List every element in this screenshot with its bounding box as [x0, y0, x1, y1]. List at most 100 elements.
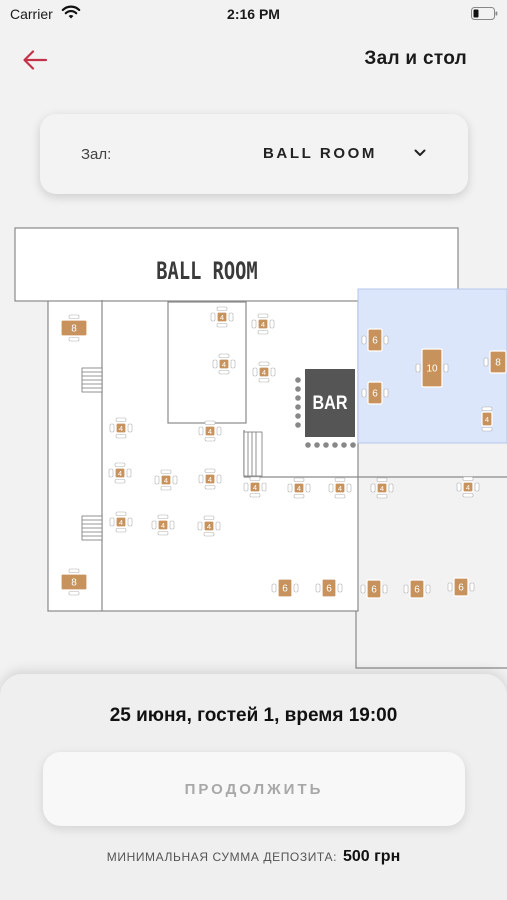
chair: [258, 361, 270, 366]
table-top[interactable]: [257, 318, 269, 330]
table-top[interactable]: [204, 425, 216, 437]
table-seat-count: 4: [338, 484, 342, 493]
chair: [127, 423, 133, 433]
table-top[interactable]: [321, 578, 337, 598]
table-top[interactable]: [115, 422, 127, 434]
table-4-seats[interactable]: 4: [198, 468, 222, 490]
table-6-seats[interactable]: 6: [315, 578, 343, 598]
table-4-seats[interactable]: 4: [151, 514, 175, 536]
table-4-seats[interactable]: 4: [197, 515, 221, 537]
table-4-seats[interactable]: 4: [287, 477, 311, 499]
table-top[interactable]: [277, 578, 293, 598]
chair: [376, 494, 388, 499]
table-seat-count: 4: [253, 483, 257, 492]
table-top[interactable]: [462, 481, 474, 493]
table-top[interactable]: [334, 482, 346, 494]
table-4-seats[interactable]: 4: [212, 353, 236, 375]
chair: [230, 359, 236, 369]
table-8-seats[interactable]: 8: [60, 568, 88, 596]
table-top[interactable]: [203, 520, 215, 532]
bar-stool: [295, 413, 301, 419]
table-top[interactable]: [376, 482, 388, 494]
table-6-seats[interactable]: 6: [403, 579, 431, 599]
table-top[interactable]: [216, 311, 228, 323]
chair: [203, 532, 215, 537]
carrier-label: Carrier: [10, 6, 53, 22]
chair: [218, 370, 230, 375]
chair: [403, 584, 409, 594]
table-top[interactable]: [409, 579, 425, 599]
table-top[interactable]: [258, 366, 270, 378]
chair: [271, 583, 277, 593]
table-top[interactable]: [293, 482, 305, 494]
chair: [293, 583, 299, 593]
table-4-seats[interactable]: 4: [251, 313, 275, 335]
table-4-seats[interactable]: 4: [109, 417, 133, 439]
table-seat-count: 8: [495, 358, 501, 369]
deposit-value: 500 грн: [343, 848, 401, 865]
hall-label: Зал:: [81, 146, 112, 163]
table-4-seats[interactable]: 4: [370, 477, 394, 499]
table-seat-count: 4: [119, 518, 123, 527]
table-top[interactable]: [157, 519, 169, 531]
chair: [249, 476, 261, 481]
table-4-seats[interactable]: 4: [198, 420, 222, 442]
bar-stool: [341, 442, 347, 448]
table-top[interactable]: [489, 350, 507, 374]
table-6-seats[interactable]: 6: [447, 577, 475, 597]
table-4-seats[interactable]: 4: [109, 511, 133, 533]
chair: [376, 477, 388, 482]
table-4-seats[interactable]: 4: [210, 306, 234, 328]
chair: [481, 427, 493, 432]
status-bar: Carrier 2:16 PM: [0, 0, 507, 30]
table-4-seats[interactable]: 4: [481, 406, 493, 432]
table-6-seats[interactable]: 6: [361, 328, 389, 352]
table-top[interactable]: [249, 481, 261, 493]
table-4-seats[interactable]: 4: [328, 477, 352, 499]
chair: [204, 468, 216, 473]
table-top[interactable]: [115, 516, 127, 528]
chair: [257, 313, 269, 318]
table-top[interactable]: [60, 573, 88, 591]
table-top[interactable]: [114, 467, 126, 479]
battery-icon: [471, 7, 498, 20]
table-6-seats[interactable]: 6: [271, 578, 299, 598]
hall-selector[interactable]: Зал: BALL ROOM: [40, 114, 468, 194]
table-8-seats[interactable]: 8: [60, 314, 88, 342]
table-seat-count: 6: [372, 389, 378, 400]
chair: [361, 335, 367, 345]
chair: [383, 335, 389, 345]
stairs-upper: [81, 367, 103, 393]
table-top[interactable]: [60, 319, 88, 337]
bar-stool: [295, 386, 301, 392]
bar-stool: [314, 442, 320, 448]
table-top[interactable]: [367, 381, 383, 405]
table-top[interactable]: [366, 579, 382, 599]
chair: [154, 475, 160, 485]
chair: [160, 469, 172, 474]
table-10-seats[interactable]: 10: [415, 348, 449, 388]
table-top[interactable]: [453, 577, 469, 597]
chair: [382, 584, 388, 594]
chair: [315, 583, 321, 593]
table-4-seats[interactable]: 4: [456, 476, 480, 498]
table-4-seats[interactable]: 4: [154, 469, 178, 491]
back-arrow-icon[interactable]: [22, 48, 48, 72]
table-8-seats[interactable]: 8: [483, 350, 507, 374]
table-4-seats[interactable]: 4: [252, 361, 276, 383]
chair: [115, 434, 127, 439]
bar-stool: [295, 377, 301, 383]
continue-button[interactable]: ПРОДОЛЖИТЬ: [43, 752, 465, 826]
table-top[interactable]: [160, 474, 172, 486]
table-top[interactable]: [421, 348, 443, 388]
chair: [270, 367, 276, 377]
table-4-seats[interactable]: 4: [108, 462, 132, 484]
table-4-seats[interactable]: 4: [243, 476, 267, 498]
table-top[interactable]: [204, 473, 216, 485]
table-6-seats[interactable]: 6: [360, 579, 388, 599]
table-top[interactable]: [367, 328, 383, 352]
table-top[interactable]: [481, 411, 493, 427]
table-6-seats[interactable]: 6: [361, 381, 389, 405]
table-top[interactable]: [218, 358, 230, 370]
stairs-lower: [81, 515, 103, 541]
